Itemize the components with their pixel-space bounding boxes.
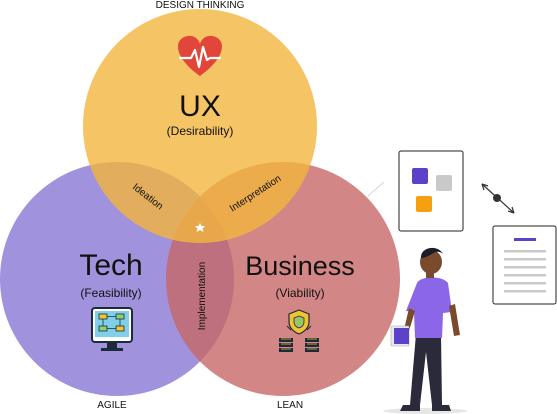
star-icon	[195, 223, 205, 232]
ux-title: UX	[179, 90, 221, 123]
ux-circle	[83, 9, 317, 243]
business-subtitle: (Viability)	[275, 286, 324, 300]
tech-title: Tech	[79, 249, 142, 282]
person-figure	[383, 247, 467, 414]
heart-rate-icon	[178, 35, 222, 76]
sticky-notes-card	[367, 150, 464, 232]
business-title: Business	[245, 251, 355, 281]
money-shield-icon	[279, 309, 319, 352]
design-thinking-label: DESIGN THINKING	[156, 0, 245, 11]
computer-flowchart-icon	[91, 307, 133, 351]
implementation-label: Implementation	[197, 262, 208, 330]
document-card	[492, 225, 557, 305]
tech-subtitle: (Feasibility)	[80, 286, 141, 300]
lean-label: LEAN	[277, 400, 303, 411]
ux-subtitle: (Desirability)	[167, 124, 234, 138]
connector-arrow-icon	[481, 183, 515, 214]
agile-label: AGILE	[97, 400, 127, 411]
